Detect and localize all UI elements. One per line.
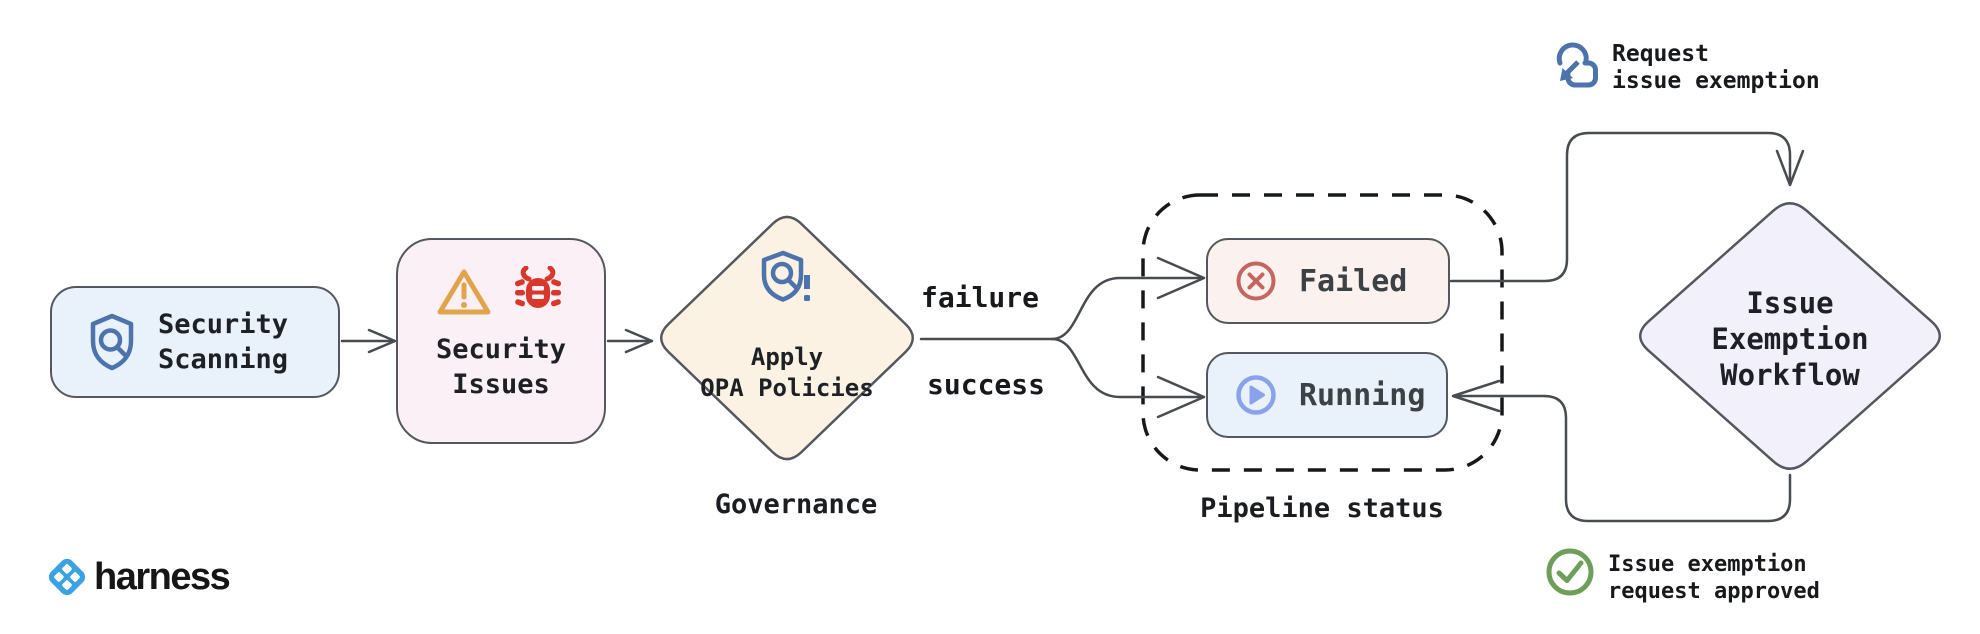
harness-wordmark: harness [94, 555, 231, 598]
node-apply-opa-label: Apply OPA Policies [700, 343, 874, 402]
node-label: Security Scanning [158, 309, 289, 375]
edge-failed-to-workflow [1449, 131, 1792, 283]
governance-caption: Governance [714, 489, 878, 520]
node-running: Running [1206, 352, 1448, 438]
arrowhead [624, 328, 654, 354]
tap-gesture-icon [1556, 42, 1598, 88]
shield-alert-icon [761, 250, 810, 302]
annotation-text: Issue exemption request approved [1608, 552, 1820, 604]
node-label: Running [1299, 377, 1426, 413]
edge-workflow-to-running [1454, 394, 1792, 523]
shield-search-icon [90, 313, 134, 371]
approved-annotation: Issue exemption request approved [1544, 546, 1820, 605]
issues-icon-row [435, 266, 567, 318]
node-label: Failed [1299, 263, 1408, 299]
node-security-issues: Security Issues [396, 238, 606, 444]
harness-logo: harness [44, 554, 231, 600]
harness-logo-icon [48, 558, 86, 596]
annotation-text: Request issue exemption [1612, 41, 1820, 94]
edge-success-branch [1050, 337, 1204, 399]
node-label: Security Issues [435, 334, 567, 400]
node-issue-exemption-label: Issue Exemption Workflow [1711, 286, 1869, 392]
bug-icon [514, 266, 562, 308]
edge-failure-branch [1050, 276, 1204, 341]
failure-edge-label: failure [921, 281, 1040, 314]
apply-opa-diamond-shape [659, 215, 915, 461]
pipeline-status-caption: Pipeline status [1200, 493, 1444, 524]
arrowhead [367, 328, 397, 354]
check-circle-icon [1546, 548, 1594, 596]
warning-triangle-icon [437, 269, 491, 315]
arrowhead [1451, 379, 1501, 413]
arrowhead [1775, 149, 1805, 187]
pipeline-status-container [1141, 193, 1504, 472]
arrowhead [1156, 256, 1206, 300]
circled-play-icon [1236, 375, 1276, 415]
circled-x-icon [1236, 261, 1276, 301]
node-failed: Failed [1206, 238, 1450, 324]
request-exemption-annotation: Request issue exemption [1552, 38, 1820, 95]
arrowhead [1156, 375, 1206, 419]
success-edge-label: success [927, 368, 1046, 401]
node-security-scanning: Security Scanning [50, 286, 340, 398]
issue-exemption-diamond-shape [1639, 202, 1941, 470]
